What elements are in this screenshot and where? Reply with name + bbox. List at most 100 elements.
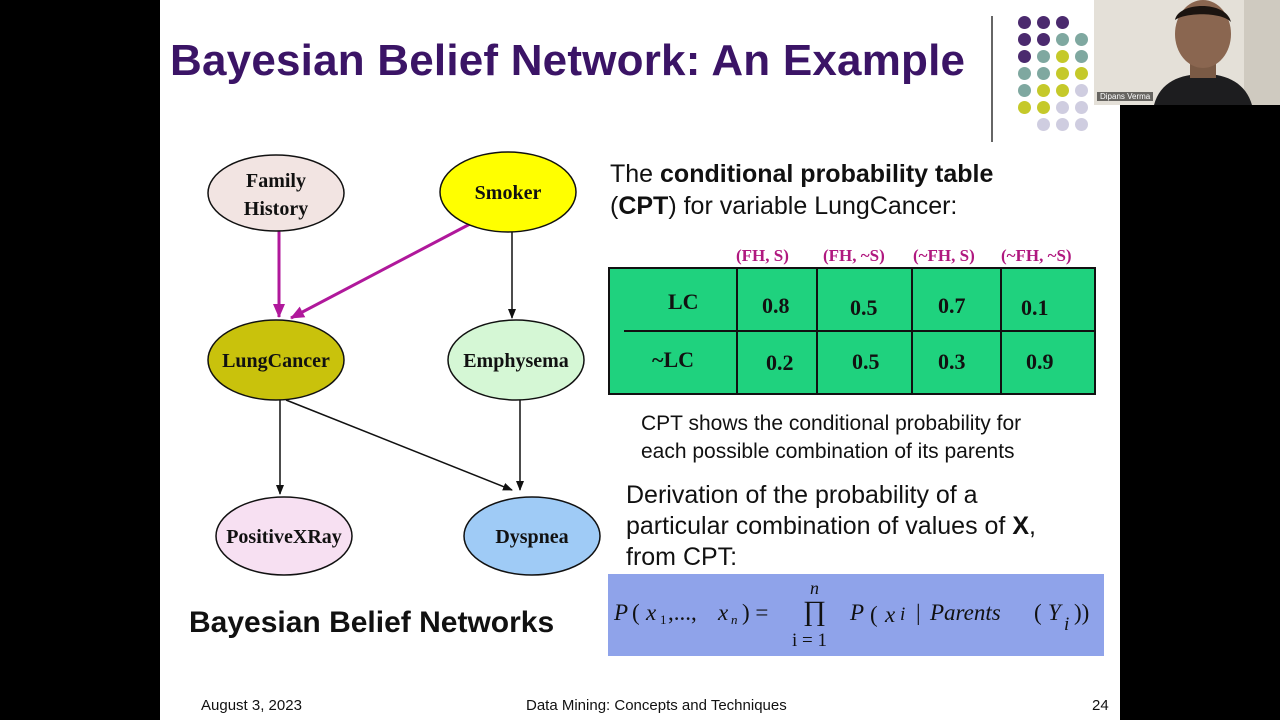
formula-ellipsis: ,..., <box>668 600 697 625</box>
node-emphysema: Emphysema <box>447 319 585 401</box>
node-smoker-label: Smoker <box>475 182 542 204</box>
decorative-dot <box>1056 118 1069 131</box>
decorative-dot <box>1037 84 1050 97</box>
decorative-dot <box>1018 84 1031 97</box>
decorative-dot <box>1037 50 1050 63</box>
formula-p2: P <box>850 600 865 625</box>
node-family-history-shape <box>207 154 345 232</box>
cpt-cell: 0.5 <box>852 349 880 374</box>
cpt-row-divider <box>624 330 1096 332</box>
node-lung-cancer-label: LungCancer <box>222 350 330 372</box>
footer-date: August 3, 2023 <box>201 697 302 714</box>
cpt-column-headers: (FH, S) (FH, ~S) (~FH, S) (~FH, ~S) <box>736 246 1096 268</box>
node-family-history-label-line1: Family <box>246 170 306 192</box>
decorative-dot <box>1075 67 1088 80</box>
cpt-cell: 0.9 <box>1026 349 1054 374</box>
node-smoker: Smoker <box>439 151 577 233</box>
network-edges <box>273 222 524 495</box>
participant-video-image <box>1094 0 1280 105</box>
cpt-row-label: LC <box>668 289 699 314</box>
formula-p: P <box>614 600 629 625</box>
decorative-dot <box>1056 33 1069 46</box>
node-lung-cancer: LungCancer <box>207 319 345 401</box>
decorative-dot <box>1075 118 1088 131</box>
decorative-dot <box>1056 84 1069 97</box>
formula-product-lower: i = 1 <box>792 630 827 651</box>
decorative-dot <box>1018 33 1031 46</box>
formula-close-equals: ) = <box>742 600 769 625</box>
decorative-dot <box>1056 101 1069 114</box>
node-family-history-label-line2: History <box>244 198 308 220</box>
formula-subscript-i2: i <box>1064 614 1070 635</box>
formula-product-upper: n <box>810 578 819 598</box>
cpt-intro-bold-term: conditional probability table <box>660 160 994 188</box>
participant-video-tile[interactable]: Dipans Verma <box>1094 0 1280 105</box>
formula-open-paren3: ( <box>1034 600 1042 625</box>
decorative-dot <box>1037 101 1050 114</box>
decorative-dot <box>1056 16 1069 29</box>
formula-subscript-1: 1 <box>660 612 667 627</box>
decorative-dot <box>1018 50 1031 63</box>
node-dyspnea-shape <box>463 496 601 576</box>
formula-open-paren: ( <box>632 600 640 625</box>
cpt-intro-prefix: The <box>610 160 661 188</box>
node-dyspnea-label: Dyspnea <box>495 526 568 548</box>
cpt-description-line1: CPT shows the conditional probability fo… <box>641 412 1022 435</box>
formula-subscript-n: n <box>731 612 738 627</box>
decorative-dot <box>1037 33 1050 46</box>
node-positive-xray-label: PositiveXRay <box>226 526 342 548</box>
formula-parents: Parents <box>930 600 1001 625</box>
decorative-dot <box>1075 50 1088 63</box>
formula-product-symbol: ∏ <box>803 596 827 627</box>
formula-y: Y <box>1048 600 1061 625</box>
decorative-dot <box>1056 67 1069 80</box>
edge-smoker-to-lungcancer <box>290 222 471 320</box>
presentation-slide: Bayesian Belief Network: An Example Fami… <box>160 0 1120 720</box>
node-positive-xray: PositiveXRay <box>215 496 353 576</box>
cpt-col-header: (FH, S) <box>736 246 789 265</box>
decorative-dot <box>1075 33 1088 46</box>
decorative-dot <box>1018 16 1031 29</box>
formula-xn: x <box>718 600 729 625</box>
formula-x1: x <box>646 600 657 625</box>
bayesian-network-diagram: Family History Smoker LungCancer Emphyse… <box>207 151 601 576</box>
formula-open-paren2: ( <box>870 602 878 627</box>
cpt-cell: 0.5 <box>850 295 878 320</box>
cpt-description: CPT shows the conditional probability fo… <box>641 410 1021 466</box>
formula-subscript-i: i <box>900 604 906 625</box>
node-lung-cancer-shape <box>207 319 345 401</box>
node-family-history: Family History <box>207 154 345 232</box>
network-caption: Bayesian Belief Networks <box>189 606 555 639</box>
derivation-variable-x: X <box>1012 512 1030 540</box>
node-dyspnea: Dyspnea <box>463 496 601 576</box>
cpt-intro-rest: ) for variable LungCancer: <box>668 192 958 220</box>
joint-probability-formula: P ( x 1 ,..., x n ) = n ∏ i = 1 P ( x i … <box>608 574 1104 656</box>
cpt-table: LC 0.8 0.5 0.7 0.1 ~LC 0.2 0.5 0.3 0.9 <box>608 267 1096 395</box>
node-positive-xray-shape <box>215 496 353 576</box>
edge-lungcancer-to-dyspnea <box>285 399 513 491</box>
participant-name-label: Dipans Verma <box>1097 92 1154 101</box>
cpt-intro-paren-open: ( <box>610 192 619 220</box>
cpt-col-header: (~FH, ~S) <box>1001 246 1072 265</box>
cpt-cell: 0.8 <box>762 293 790 318</box>
formula-xi: x <box>885 602 896 627</box>
derivation-line2-prefix: particular combination of values of <box>626 512 1013 540</box>
cpt-col-header: (~FH, S) <box>913 246 975 265</box>
cpt-description-line2: each possible combination of its parents <box>641 440 1015 463</box>
cpt-cell: 0.7 <box>938 293 966 318</box>
footer-page-number: 24 <box>1092 697 1109 714</box>
decorative-dot <box>1037 16 1050 29</box>
formula-close-parens: )) <box>1074 600 1090 625</box>
derivation-line1: Derivation of the probability of a <box>626 481 978 509</box>
derivation-line3: from CPT: <box>626 543 738 571</box>
cpt-col-header: (FH, ~S) <box>823 246 885 265</box>
cpt-cell: 0.3 <box>938 349 966 374</box>
decorative-dot <box>1037 118 1050 131</box>
cpt-cell: 0.1 <box>1021 295 1049 320</box>
derivation-line2-suffix: , <box>1029 512 1036 540</box>
cpt-row-label: ~LC <box>652 347 695 372</box>
cpt-cell: 0.2 <box>766 350 794 375</box>
cpt-intro-text: The conditional probability table(CPT) f… <box>610 158 993 222</box>
node-smoker-shape <box>439 151 577 233</box>
decorative-dot <box>1037 67 1050 80</box>
